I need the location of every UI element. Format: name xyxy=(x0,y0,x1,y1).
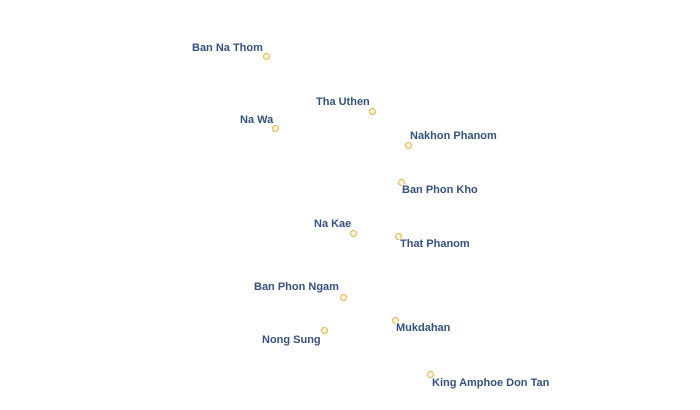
place-marker-nong-sung[interactable] xyxy=(321,327,328,334)
place-label-mukdahan[interactable]: Mukdahan xyxy=(396,322,451,334)
place-marker-nakhon-phanom[interactable] xyxy=(405,142,412,149)
place-marker-that-phanom[interactable] xyxy=(395,233,402,240)
place-label-ban-na-thom[interactable]: Ban Na Thom xyxy=(192,42,263,54)
place-marker-na-kae[interactable] xyxy=(350,230,357,237)
place-marker-ban-phon-ngam[interactable] xyxy=(340,294,347,301)
place-label-na-kae[interactable]: Na Kae xyxy=(314,218,352,230)
place-marker-ban-na-thom[interactable] xyxy=(263,53,270,60)
place-marker-tha-uthen[interactable] xyxy=(369,108,376,115)
place-label-king-amphoe-don-tan[interactable]: King Amphoe Don Tan xyxy=(432,377,550,389)
place-label-nong-sung[interactable]: Nong Sung xyxy=(262,334,321,346)
place-label-that-phanom[interactable]: That Phanom xyxy=(400,238,470,250)
place-label-ban-phon-ngam[interactable]: Ban Phon Ngam xyxy=(254,281,339,293)
place-label-tha-uthen[interactable]: Tha Uthen xyxy=(316,96,370,108)
place-label-nakhon-phanom[interactable]: Nakhon Phanom xyxy=(410,130,497,142)
place-marker-king-amphoe-don-tan[interactable] xyxy=(427,371,434,378)
place-label-na-wa[interactable]: Na Wa xyxy=(240,114,274,126)
place-label-ban-phon-kho[interactable]: Ban Phon Kho xyxy=(402,184,478,196)
place-marker-na-wa[interactable] xyxy=(272,125,279,132)
place-marker-mukdahan[interactable] xyxy=(392,317,399,324)
place-marker-ban-phon-kho[interactable] xyxy=(398,179,405,186)
